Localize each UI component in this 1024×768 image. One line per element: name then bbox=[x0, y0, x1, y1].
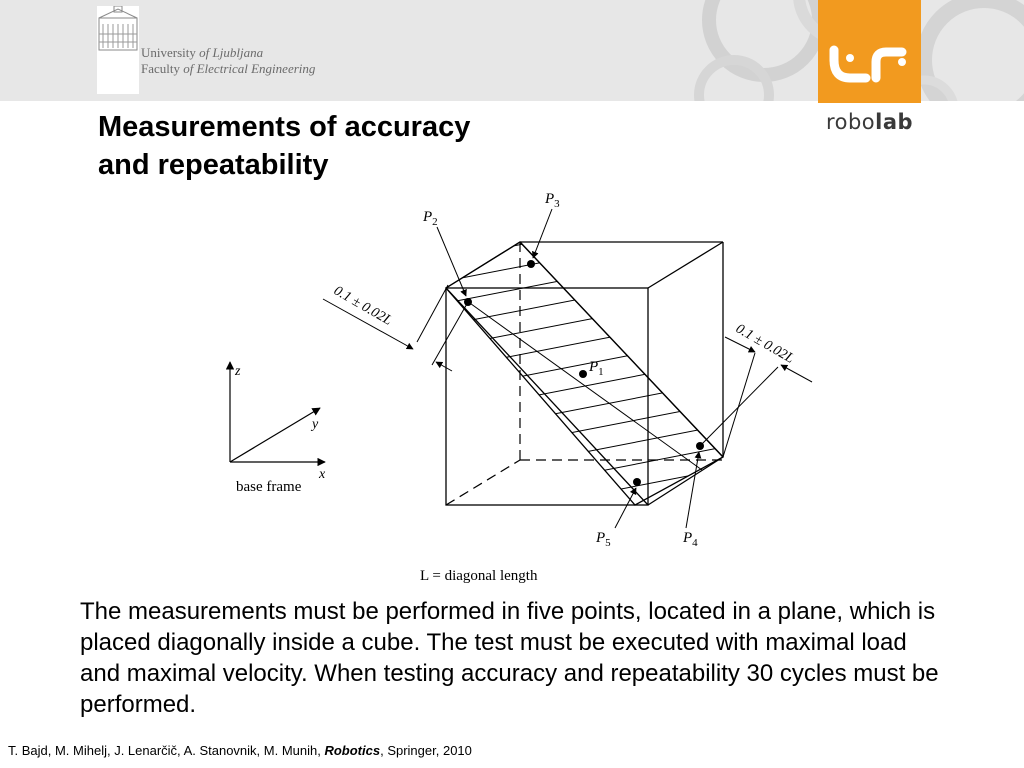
base-frame-label: base frame bbox=[236, 479, 302, 495]
slide-title-line2: and repeatability bbox=[98, 149, 329, 181]
cube-measurement-diagram: P1 P2 P3 P4 P5 0.1 ± 0.02L 0.1 ± 0.02L z… bbox=[225, 191, 813, 584]
label-p5: P5 bbox=[595, 530, 611, 549]
base-frame-axes bbox=[225, 361, 326, 467]
point-p5 bbox=[633, 478, 641, 486]
diagonal-plane bbox=[445, 241, 725, 506]
tolerance-left-dimension bbox=[322, 284, 469, 372]
label-p4: P4 bbox=[682, 530, 698, 549]
university-name: University of Ljubljana bbox=[141, 45, 264, 60]
label-p2: P2 bbox=[422, 209, 438, 228]
cube-front-face bbox=[445, 287, 649, 506]
leader-p5 bbox=[614, 487, 637, 529]
axis-z-label: z bbox=[234, 364, 241, 379]
slide-title: Measurements of accuracy and repeatabili… bbox=[98, 108, 698, 184]
tolerance-right-label: 0.1 ± 0.02L bbox=[733, 321, 797, 366]
label-p3: P3 bbox=[544, 191, 560, 210]
tolerance-right-dimension bbox=[699, 336, 813, 458]
cube-hidden-edges bbox=[445, 242, 723, 506]
diagonal-length-caption: L = diagonal length bbox=[420, 568, 538, 584]
leader-p3 bbox=[532, 208, 553, 259]
body-paragraph: The measurements must be performed in fi… bbox=[80, 598, 939, 718]
leader-p2 bbox=[436, 226, 467, 297]
axis-x-label: x bbox=[318, 467, 326, 482]
leader-p4 bbox=[685, 451, 702, 529]
point-p3 bbox=[527, 260, 535, 268]
lr-logo-icon bbox=[829, 45, 907, 83]
robolab-logo bbox=[818, 0, 921, 103]
university-building-icon bbox=[97, 6, 139, 94]
robolab-wordmark: robolab bbox=[825, 110, 914, 134]
label-p1: P1 bbox=[588, 359, 604, 378]
point-p1 bbox=[579, 370, 587, 378]
axis-y-label: y bbox=[310, 417, 319, 432]
faculty-name: Faculty of Electrical Engineering bbox=[141, 61, 316, 76]
citation: T. Bajd, M. Mihelj, J. Lenarčič, A. Stan… bbox=[8, 743, 472, 758]
tolerance-left-label: 0.1 ± 0.02L bbox=[331, 283, 395, 328]
slide-title-line1: Measurements of accuracy bbox=[98, 111, 471, 143]
